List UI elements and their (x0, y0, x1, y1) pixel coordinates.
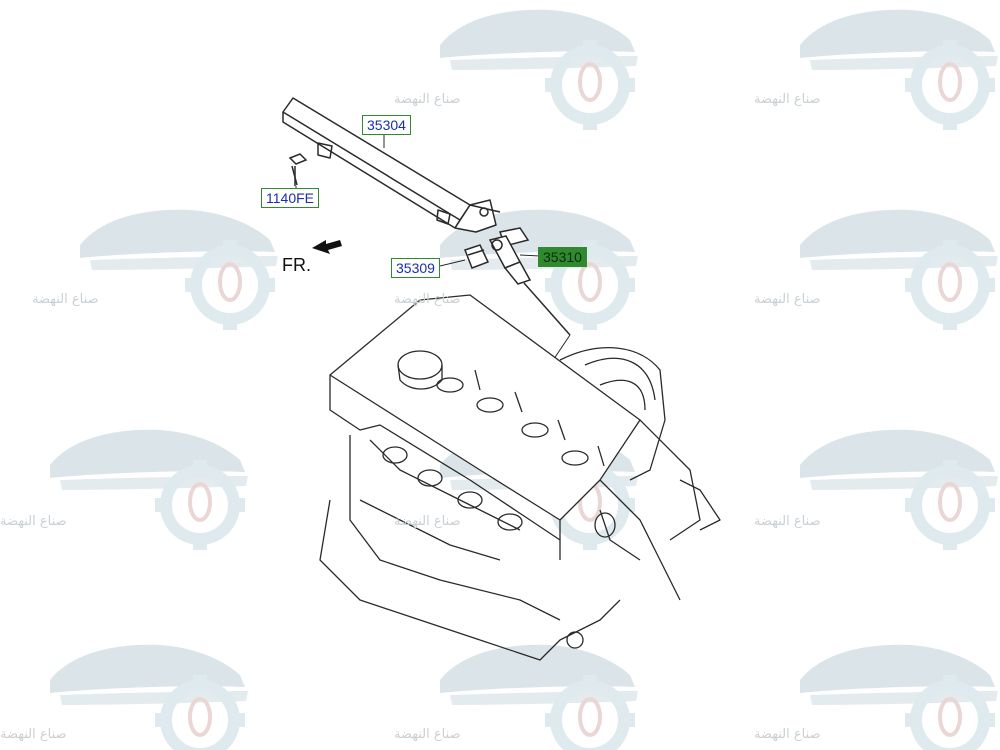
front-arrow (312, 240, 342, 254)
watermark-caption: صناع النهضة (754, 727, 821, 742)
part-label-insulator[interactable]: 35309 (391, 258, 440, 278)
engine-drawing (319, 294, 721, 661)
watermark-caption: صناع النهضة (754, 292, 821, 307)
watermark-caption: صناع النهضة (394, 92, 461, 107)
fuel-injector-drawing (488, 227, 571, 336)
watermark-caption: صناع النهضة (32, 292, 99, 307)
bolt-drawing (288, 153, 308, 186)
part-label-fuel-injector[interactable]: 35310 (538, 247, 587, 267)
watermark-caption: صناع النهضة (0, 727, 67, 742)
part-label-bolt[interactable]: 1140FE (261, 188, 319, 208)
watermark-caption: صناع النهضة (754, 514, 821, 529)
insulator-drawing (464, 244, 490, 269)
fuel-rail-drawing (282, 97, 501, 233)
front-direction-label: FR. (282, 255, 311, 275)
watermark-caption: صناع النهضة (754, 92, 821, 107)
part-label-fuel-rail[interactable]: 35304 (362, 115, 411, 135)
watermark-caption: صناع النهضة (394, 727, 461, 742)
watermark-caption: صناع النهضة (0, 514, 67, 529)
watermark-caption: صناع النهضة (394, 292, 461, 307)
watermark-caption: صناع النهضة (394, 514, 461, 529)
